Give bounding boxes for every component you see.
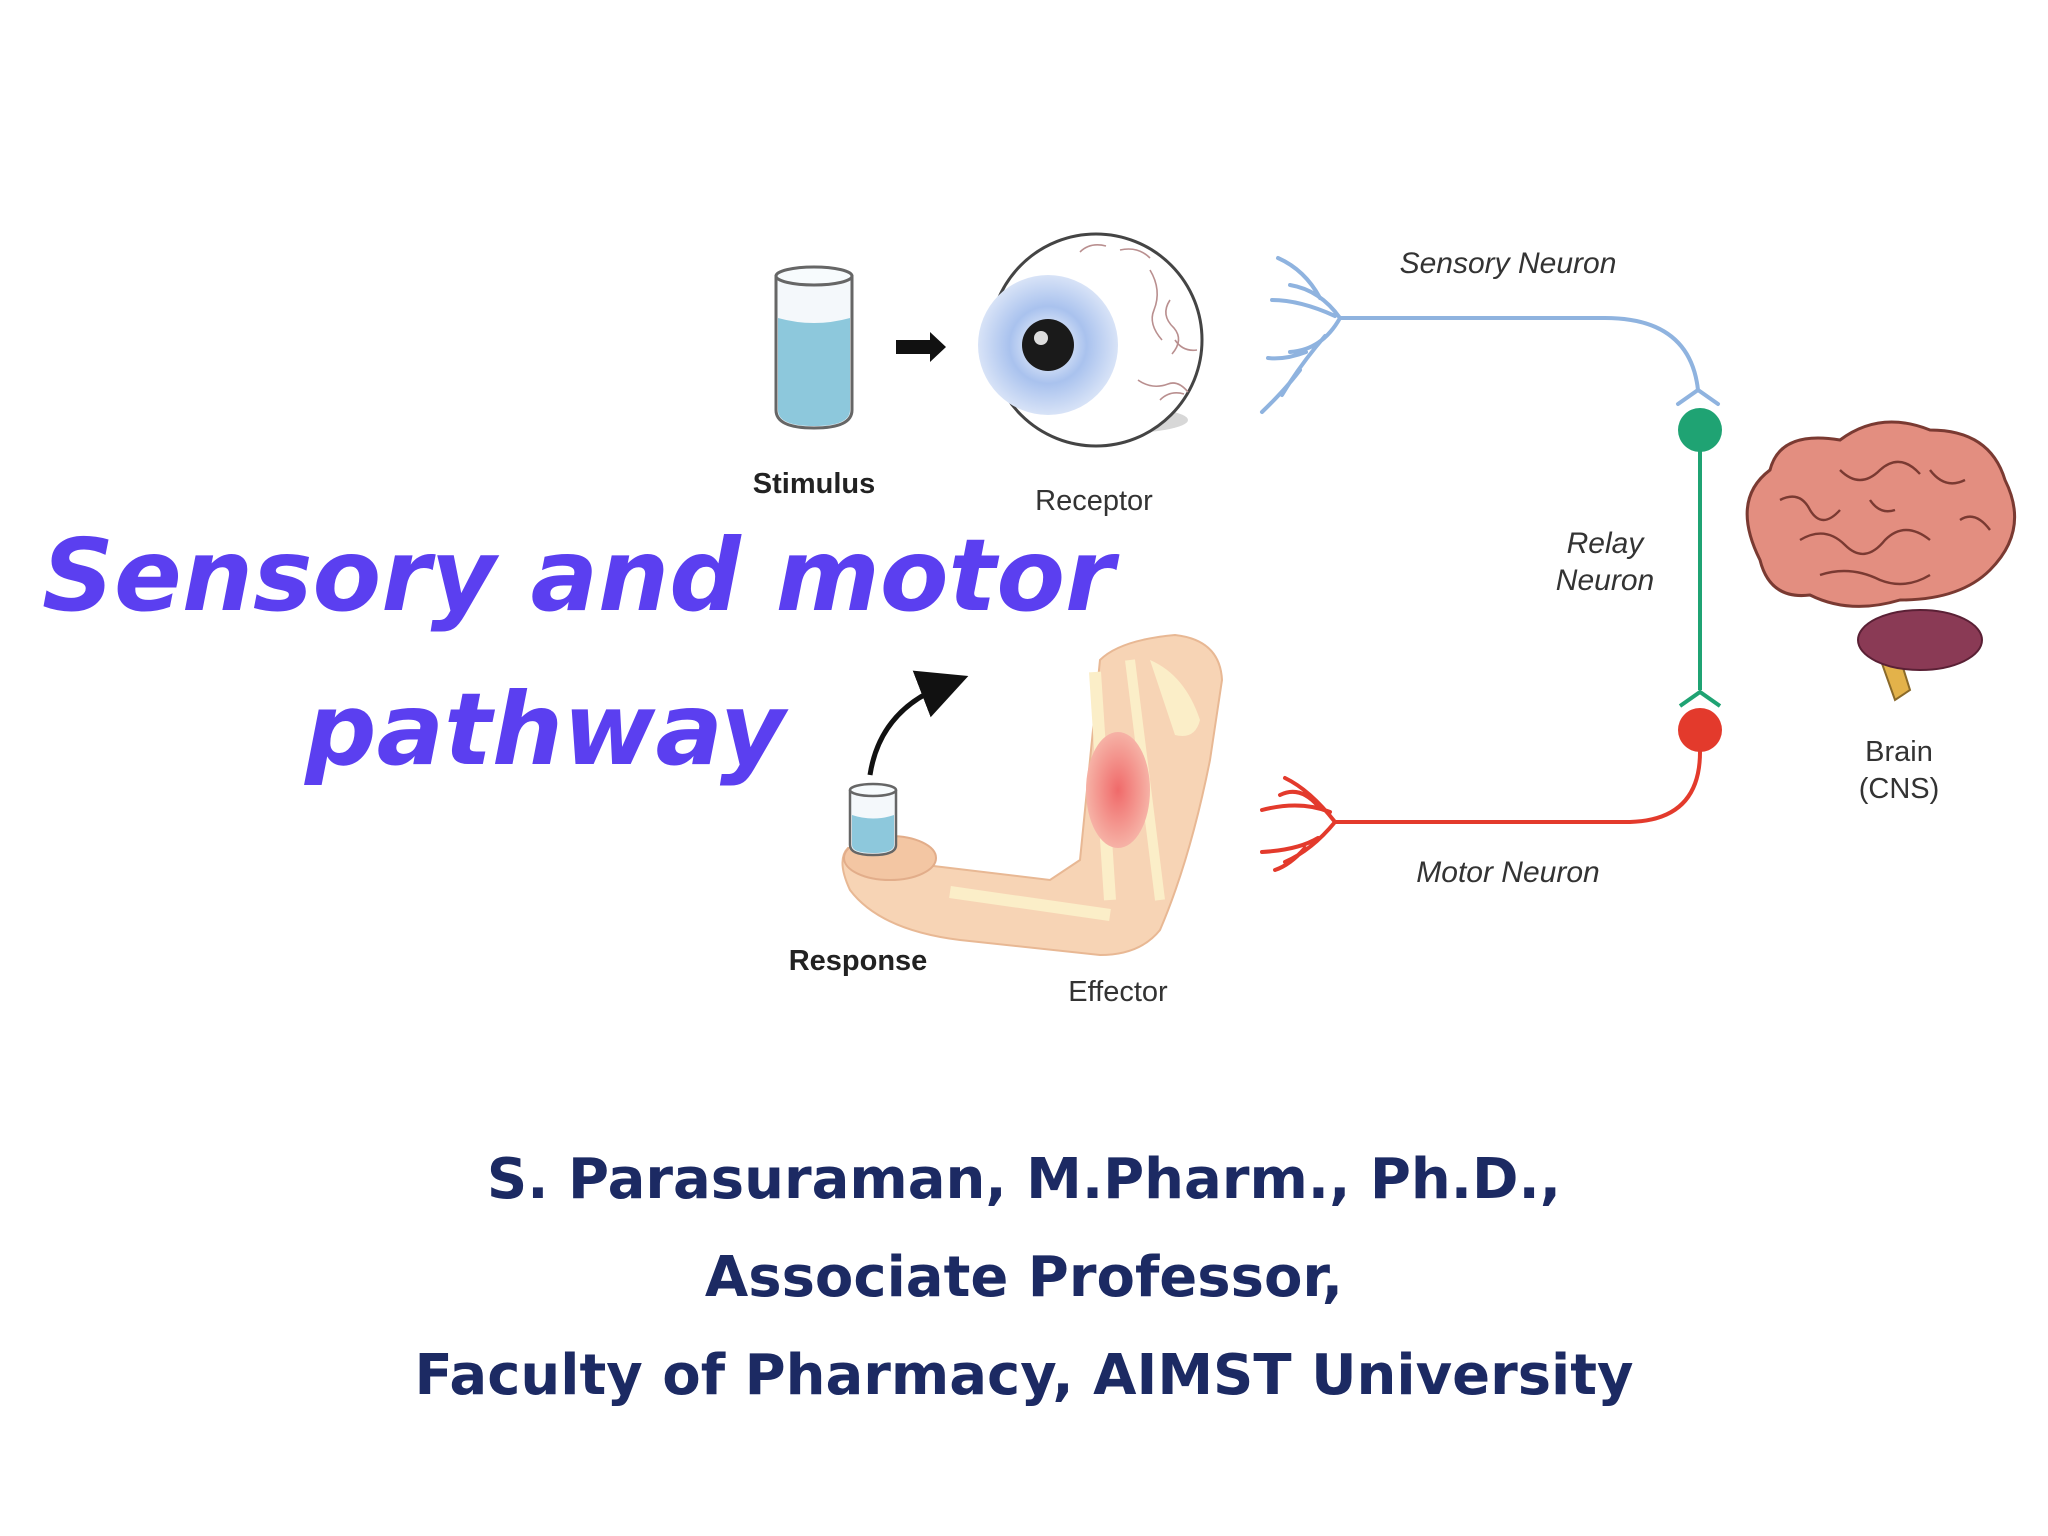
curved-arrow-icon — [867, 670, 969, 776]
brain-label-line2: (CNS) — [1859, 773, 1940, 805]
receptor-label: Receptor — [1035, 485, 1153, 517]
motor-neuron — [1260, 708, 1722, 872]
stimulus-label: Stimulus — [753, 468, 875, 500]
arrow-right-icon — [896, 332, 946, 362]
arm-effector-icon — [841, 633, 1224, 957]
response-glass-icon — [848, 782, 898, 857]
response-label: Response — [789, 945, 928, 977]
brain-icon — [1745, 420, 2017, 702]
sensory-neuron-label: Sensory Neuron — [1400, 247, 1617, 280]
slide-title-line2: pathway — [305, 671, 786, 788]
stimulus-glass-icon — [774, 265, 854, 430]
author-name: S. Parasuraman, M.Pharm., Ph.D., — [486, 1147, 1562, 1212]
sensory-neuron — [1260, 256, 1720, 414]
relay-neuron-label-line1: Relay — [1567, 527, 1646, 560]
brain-label-line1: Brain — [1865, 736, 1933, 768]
author-position: Associate Professor, — [704, 1245, 1344, 1310]
slide-title-line1: Sensory and motor — [42, 517, 1115, 634]
eye-receptor-icon — [978, 232, 1204, 448]
relay-neuron — [1678, 408, 1722, 708]
author-affiliation: Faculty of Pharmacy, AIMST University — [414, 1343, 1634, 1408]
relay-neuron-label-line2: Neuron — [1556, 564, 1654, 597]
effector-label: Effector — [1068, 976, 1168, 1008]
motor-neuron-label: Motor Neuron — [1416, 856, 1599, 889]
